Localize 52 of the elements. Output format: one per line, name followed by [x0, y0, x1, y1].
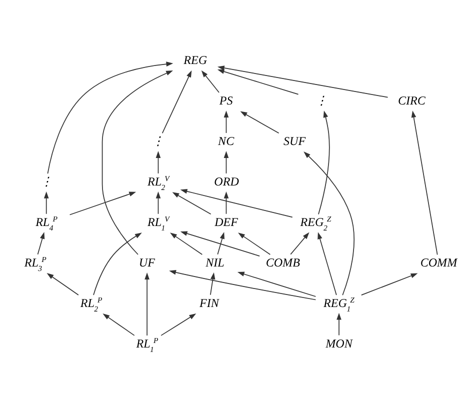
- node-text: ORD: [214, 174, 239, 188]
- arrow: [102, 313, 135, 336]
- arrow: [304, 151, 354, 296]
- arrow: [224, 110, 229, 133]
- node-text: ⋮: [316, 93, 328, 108]
- arrow: [102, 70, 173, 254]
- node-text: PS: [219, 93, 233, 108]
- node-text: DEF: [214, 214, 238, 229]
- node-text: FIN: [200, 295, 219, 310]
- arrow: [224, 191, 229, 214]
- arrow: [224, 150, 229, 174]
- arrow: [318, 232, 337, 295]
- node-text: SUF: [283, 134, 306, 148]
- node-text: MON: [326, 336, 352, 350]
- arrow: [336, 312, 342, 336]
- arrow: [201, 70, 220, 92]
- node-text: UF: [138, 255, 155, 270]
- arrow: [180, 230, 260, 256]
- arrow: [180, 188, 293, 218]
- node-text: REG: [184, 52, 208, 67]
- arrow: [37, 232, 45, 254]
- arrow: [360, 272, 418, 295]
- arrow: [238, 232, 271, 254]
- node-text: COMM: [420, 255, 458, 270]
- arrow: [47, 61, 174, 174]
- arrow: [170, 232, 203, 254]
- arrow: [210, 272, 216, 295]
- arrow: [217, 68, 299, 94]
- node-text: NC: [218, 134, 234, 148]
- arrow: [144, 272, 150, 336]
- arrow: [156, 191, 161, 214]
- arrow: [46, 272, 79, 295]
- node-text: NIL: [206, 255, 224, 270]
- arrow: [217, 232, 224, 254]
- arrow: [290, 232, 310, 254]
- arrow: [93, 232, 142, 295]
- arrow: [411, 110, 438, 255]
- arrow: [169, 270, 316, 300]
- arrow: [69, 191, 136, 215]
- node-text: ⋮: [152, 134, 164, 148]
- arrow: [44, 191, 49, 214]
- node-text: COMB: [266, 255, 300, 270]
- node-text: CIRC: [398, 93, 426, 108]
- node-text: ⋮: [40, 174, 52, 188]
- arrow: [156, 150, 161, 174]
- arrow: [172, 192, 212, 214]
- arrow: [160, 313, 196, 336]
- arrow: [318, 110, 330, 214]
- arrow: [237, 271, 316, 296]
- arrow: [217, 65, 388, 98]
- arrow: [240, 110, 280, 134]
- arrow: [162, 70, 192, 134]
